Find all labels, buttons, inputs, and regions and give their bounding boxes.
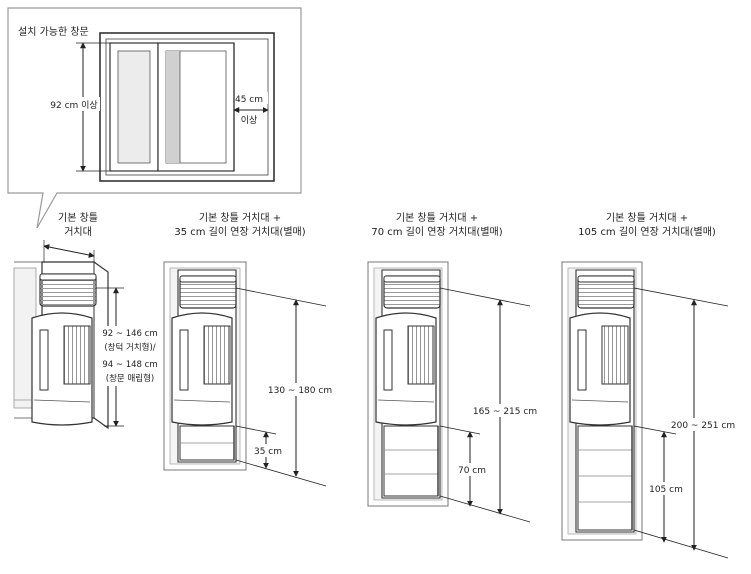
panel2-caption-line1: 기본 창틀 거치대 +	[199, 212, 281, 224]
panel1-range-main: 92 ~ 146 cm	[102, 329, 157, 339]
panel2-aircon-unit	[171, 312, 233, 426]
panel3-extension-label: 70 cm	[458, 466, 486, 476]
panel4-extension-piece	[577, 425, 633, 531]
panel-extension-35: 기본 창틀 거치대 + 35 cm 길이 연장 거치대(별매) 130 ~ 18…	[163, 212, 332, 487]
panel-extension-70: 기본 창틀 거치대 + 70 cm 길이 연장 거치대(별매) 165 ~ 21…	[367, 212, 537, 523]
panel1-depth-arrow	[43, 244, 95, 258]
panel4-extension-label: 105 cm	[649, 485, 683, 495]
panel4-total-label: 200 ~ 251 cm	[671, 421, 735, 431]
panel1-aircon-unit	[31, 312, 93, 426]
panel3-extension-piece	[383, 425, 439, 497]
window-callout: 설치 가능한 창문 92 cm 이상 45 cm 이상	[7, 7, 302, 229]
window-illustration	[99, 32, 275, 182]
panel1-range-alt: 94 ~ 148 cm	[102, 360, 157, 370]
panel4-aircon-unit	[569, 312, 631, 426]
panel1-caption-line2: 거치대	[64, 226, 92, 238]
panel1-note-main: (창턱 거치형)/	[104, 342, 155, 353]
panel1-caption-line1: 기본 창틀	[58, 212, 98, 224]
panel2-caption-line2: 35 cm 길이 연장 거치대(별매)	[174, 225, 305, 238]
panel1-note-alt: (창문 매립형)	[106, 374, 154, 384]
panel3-total-label: 165 ~ 215 cm	[473, 407, 537, 417]
panel4-caption-line2: 105 cm 길이 연장 거치대(별매)	[578, 225, 716, 238]
panel-basic-frame-holder: 기본 창틀 거치대 92 ~ 146 cm (창턱 거치형)/ 94 ~ 148…	[13, 212, 158, 430]
callout-title: 설치 가능한 창문	[18, 26, 89, 38]
panel-extension-105: 기본 창틀 거치대 + 105 cm 길이 연장 거치대(별매) 200 ~ 2…	[561, 212, 735, 559]
width-value-label: 45 cm	[235, 95, 263, 105]
height-min-label: 92 cm 이상	[50, 100, 97, 111]
panel3-aircon-unit	[375, 312, 437, 426]
window-gap-shade	[166, 51, 180, 163]
panel3-caption-line2: 70 cm 길이 연장 거치대(별매)	[371, 225, 502, 238]
panel2-extension-label: 35 cm	[254, 447, 282, 457]
panel4-caption-line1: 기본 창틀 거치대 +	[606, 212, 688, 224]
panel2-total-label: 130 ~ 180 cm	[268, 386, 332, 396]
panel3-caption-line1: 기본 창틀 거치대 +	[396, 212, 478, 224]
width-suffix-label: 이상	[241, 115, 258, 126]
